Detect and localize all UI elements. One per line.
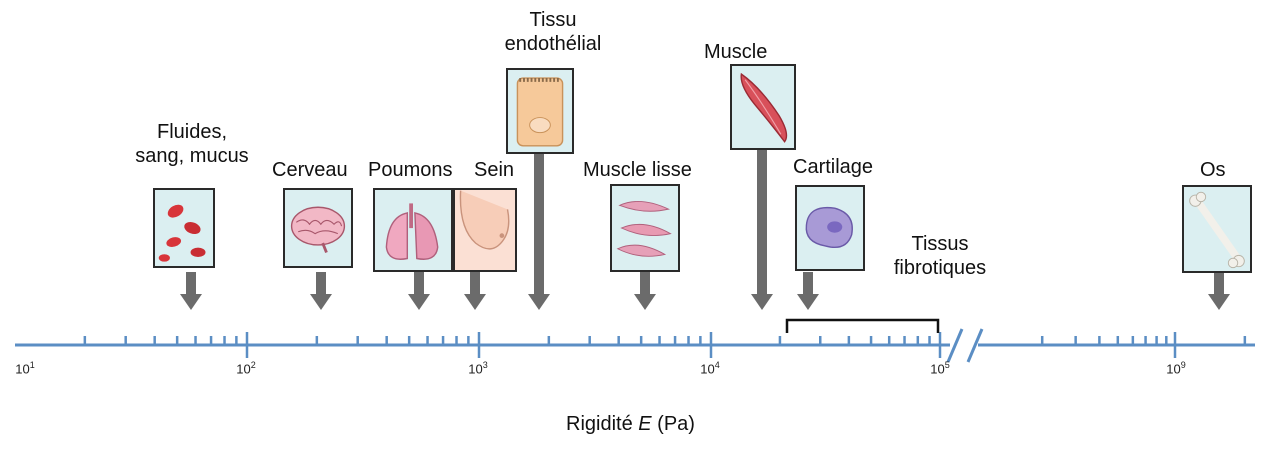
tick-base: 10 bbox=[700, 361, 714, 376]
label-endothelial-line2: endothélial bbox=[488, 32, 618, 56]
axis-title-prefix: Rigidité bbox=[566, 413, 638, 435]
arrow-sein bbox=[464, 272, 486, 310]
axis-title-var: E bbox=[638, 413, 651, 435]
label-fibrotiques: Tissus fibrotiques bbox=[880, 232, 1000, 280]
arrow-fluides bbox=[180, 272, 202, 310]
arrow-poumons bbox=[408, 272, 430, 310]
tick-base: 10 bbox=[15, 361, 29, 376]
bone-icon bbox=[1182, 185, 1252, 273]
label-poumons: Poumons bbox=[368, 158, 453, 182]
breast-icon bbox=[453, 188, 517, 272]
tick-label-1e5: 105 bbox=[920, 360, 960, 376]
label-fluides: Fluides, sang, mucus bbox=[122, 120, 262, 168]
tick-exp: 3 bbox=[483, 360, 488, 370]
arrow-cerveau bbox=[310, 272, 332, 310]
blood-cells-icon bbox=[153, 188, 215, 268]
label-cartilage: Cartilage bbox=[793, 155, 873, 179]
tick-base: 10 bbox=[236, 361, 250, 376]
tick-base: 10 bbox=[930, 361, 944, 376]
label-cerveau: Cerveau bbox=[272, 158, 348, 182]
label-muscle: Muscle bbox=[704, 40, 767, 64]
label-fibrotiques-line1: Tissus bbox=[880, 232, 1000, 256]
tick-exp: 4 bbox=[715, 360, 720, 370]
label-os: Os bbox=[1200, 158, 1226, 182]
smooth-muscle-icon bbox=[610, 184, 680, 272]
label-fluides-line1: Fluides, bbox=[122, 120, 262, 144]
tick-base: 10 bbox=[1166, 361, 1180, 376]
brain-icon bbox=[283, 188, 353, 268]
label-endothelial: Tissu endothélial bbox=[488, 8, 618, 56]
cartilage-cell-icon bbox=[795, 185, 865, 271]
label-endothelial-line1: Tissu bbox=[488, 8, 618, 32]
tick-exp: 1 bbox=[30, 360, 35, 370]
tick-base: 10 bbox=[468, 361, 482, 376]
arrow-muscle-lisse bbox=[634, 272, 656, 310]
tick-label-1e1: 101 bbox=[5, 360, 45, 376]
tick-exp: 2 bbox=[251, 360, 256, 370]
arrow-endothelial bbox=[528, 150, 550, 310]
arrow-cartilage bbox=[797, 272, 819, 310]
tick-label-1e3: 103 bbox=[458, 360, 498, 376]
tick-label-1e2: 102 bbox=[226, 360, 266, 376]
arrow-os bbox=[1208, 272, 1230, 310]
label-sein: Sein bbox=[474, 158, 514, 182]
endothelial-cell-icon bbox=[506, 68, 574, 154]
label-fluides-line2: sang, mucus bbox=[122, 144, 262, 168]
lungs-icon bbox=[373, 188, 453, 272]
axis-title: Rigidité E (Pa) bbox=[0, 413, 1261, 436]
axis-title-unit: (Pa) bbox=[652, 413, 695, 435]
tick-label-1e4: 104 bbox=[690, 360, 730, 376]
muscle-icon bbox=[730, 64, 796, 150]
fibrotic-range-bracket bbox=[787, 320, 938, 333]
label-muscle-lisse: Muscle lisse bbox=[583, 158, 692, 182]
label-fibrotiques-line2: fibrotiques bbox=[880, 256, 1000, 280]
tick-exp: 5 bbox=[945, 360, 950, 370]
tick-label-1e9: 109 bbox=[1156, 360, 1196, 376]
tick-exp: 9 bbox=[1181, 360, 1186, 370]
arrow-muscle bbox=[751, 150, 773, 310]
